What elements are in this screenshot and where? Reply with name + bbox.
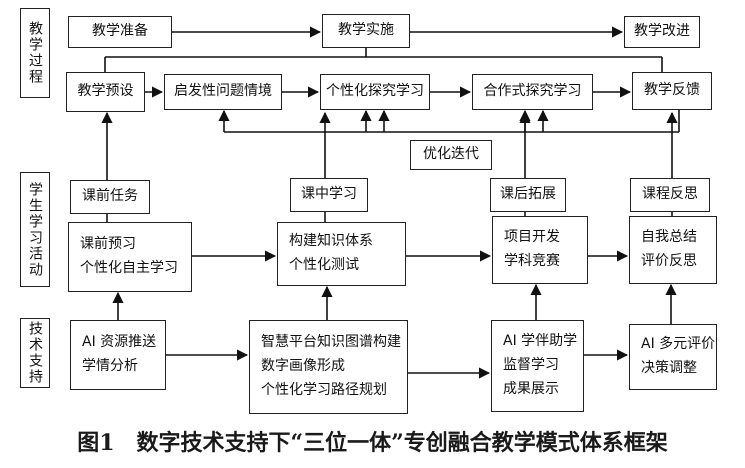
tech-smart-platform-line-3: 个性化学习路径规划 (261, 381, 387, 398)
figure-caption: 图1 数字技术支持下“三位一体”专创融合教学模式体系框架 (77, 430, 668, 456)
side-label-tech-support: 技术支持 (20, 318, 50, 388)
node-teaching-improvement: 教学改进 (624, 16, 700, 48)
side-label-student-activities: 学生学习活动 (20, 172, 50, 287)
tech-smart-platform-line-1: 智慧平台知识图谱构建 (261, 334, 401, 351)
tech-ai-partner-line-3: 成果展示 (503, 380, 559, 397)
tag-pre-class-task: 课前任务 (70, 180, 150, 214)
tech-ai-partner-line-2: 监督学习 (503, 357, 559, 374)
tag-course-reflection: 课程反思 (630, 178, 710, 212)
tech-ai-resources: AI 资源推送 学情分析 (70, 320, 166, 390)
activity-knowledge-line-2: 个性化测试 (289, 257, 359, 273)
tech-ai-evaluation: AI 多元评价 决策调整 (629, 324, 717, 390)
activity-preview: 课前预习 个性化自主学习 (68, 222, 192, 292)
tech-ai-resources-line-2: 学情分析 (82, 358, 138, 374)
tech-smart-platform: 智慧平台知识图谱构建 数字画像形成 个性化学习路径规划 (249, 320, 408, 414)
activity-project-line-2: 学科竞赛 (504, 253, 560, 269)
node-teaching-implementation: 教学实施 (322, 14, 410, 48)
tech-ai-evaluation-line-1: AI 多元评价 (641, 336, 716, 353)
tech-ai-resources-line-1: AI 资源推送 (82, 334, 157, 351)
activity-preview-line-1: 课前预习 (80, 236, 136, 253)
node-teaching-feedback: 教学反馈 (632, 72, 712, 110)
activity-project-line-1: 项目开发 (504, 229, 560, 246)
tag-in-class-learning: 课中学习 (290, 178, 368, 212)
side-label-teaching-process: 教学过程 (20, 8, 50, 98)
activity-knowledge: 构建知识体系 个性化测试 (277, 222, 406, 286)
node-teaching-presetting: 教学预设 (66, 72, 145, 112)
activity-preview-line-2: 个性化自主学习 (80, 260, 178, 276)
tech-ai-partner: AI 学伴助学 监督学习 成果展示 (491, 320, 584, 412)
activity-self: 自我总结 评价反思 (629, 216, 717, 284)
node-cooperative-inquiry: 合作式探究学习 (472, 74, 593, 110)
tech-ai-partner-line-1: AI 学伴助学 (503, 333, 578, 350)
tech-ai-evaluation-line-2: 决策调整 (641, 360, 697, 376)
activity-self-line-2: 评价反思 (641, 253, 697, 269)
node-teaching-preparation: 教学准备 (68, 16, 172, 48)
node-optimization-iteration: 优化迭代 (410, 140, 492, 170)
node-heuristic-situation: 启发性问题情境 (164, 74, 282, 110)
node-personalized-inquiry: 个性化探究学习 (320, 74, 430, 110)
tag-after-class-extension: 课后拓展 (490, 178, 566, 212)
activity-self-line-1: 自我总结 (641, 229, 697, 246)
activity-knowledge-line-1: 构建知识体系 (289, 233, 373, 250)
activity-project: 项目开发 学科竞赛 (492, 216, 588, 284)
tech-smart-platform-line-2: 数字画像形成 (261, 358, 345, 375)
